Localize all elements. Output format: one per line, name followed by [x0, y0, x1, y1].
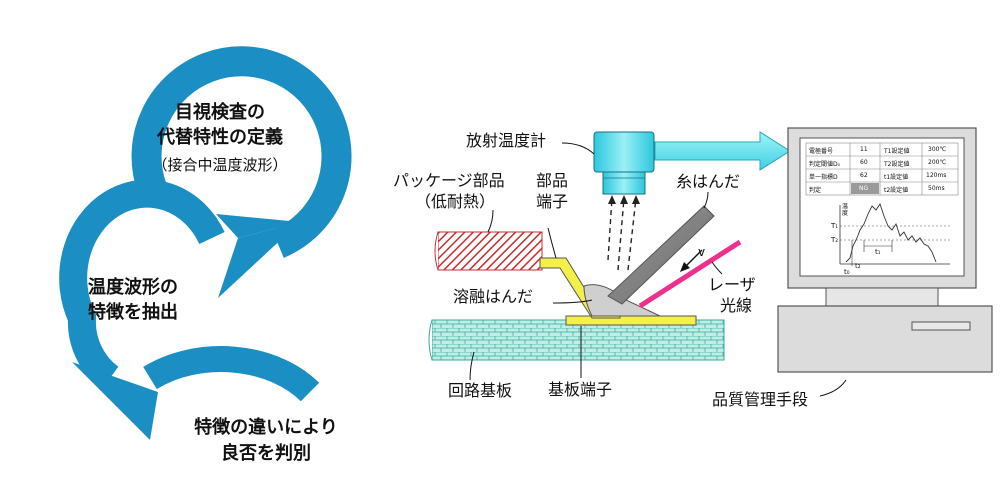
- label-radiation-thermometer: 放射温度計: [466, 131, 547, 150]
- graph-t1: t₁: [875, 248, 881, 256]
- leader-component: [547, 227, 557, 259]
- laser-beam: [638, 239, 742, 309]
- graph-T2: T₂: [831, 236, 839, 244]
- mon-r1c0: 判定閾値D₀: [809, 161, 841, 168]
- label-molten-solder: 溶融はんだ: [453, 287, 534, 306]
- label-laser-2: 光線: [720, 296, 753, 315]
- step1-line1: 目視検査の: [175, 102, 265, 123]
- label-package-part: パッケージ部品: [393, 171, 505, 190]
- label-board-terminal: 基板端子: [548, 380, 613, 399]
- mon-r2c1: 62: [860, 172, 868, 179]
- label-laser-1: レーザ: [708, 275, 756, 294]
- leader-board: [469, 351, 475, 381]
- leader-quality: [819, 379, 847, 397]
- mon-r2c2: t1設定値: [884, 174, 909, 181]
- leader-molten: [552, 299, 593, 304]
- leader-thread: [703, 191, 709, 209]
- step2-line1: 温度波形の: [88, 277, 178, 298]
- step1-sub: （接合中温度波形）: [152, 156, 288, 174]
- mon-r0c1: 11: [860, 146, 868, 153]
- mon-r1c3: 200℃: [928, 159, 947, 166]
- package-part: [437, 231, 543, 271]
- leader-thermometer: [561, 142, 595, 155]
- circuit-board: [431, 319, 725, 361]
- step1-line2: 代替特性の定義: [157, 127, 283, 148]
- label-quality-control: 品質管理手段: [712, 390, 809, 409]
- step2-line2: 特徴を抽出: [88, 302, 178, 323]
- cycle-arrow-2: [59, 179, 225, 440]
- mon-r0c3: 300℃: [928, 146, 947, 153]
- cycle-arrow-1: [131, 46, 352, 298]
- computer-icon: [777, 127, 993, 373]
- leader-package: [487, 209, 494, 233]
- ng-cell: [851, 183, 879, 194]
- radiation-thermometer-icon: [593, 131, 655, 195]
- label-circuit-board: 回路基板: [448, 381, 513, 400]
- monitor-table: [805, 142, 959, 196]
- label-thread-solder: 糸はんだ: [676, 172, 741, 191]
- component-lead: [539, 257, 621, 319]
- step3-line2: 良否を判別: [221, 443, 311, 464]
- mon-r2c3: 120ms: [926, 172, 947, 179]
- monitor-graph: [839, 202, 950, 266]
- graph-ylabel: 温度: [842, 203, 849, 217]
- mon-r3c1: NG: [859, 185, 869, 192]
- mon-r3c3: 50ms: [928, 185, 945, 192]
- graph-T1: T₁: [831, 222, 839, 230]
- label-package-part-note: （低耐熱）: [415, 192, 496, 211]
- leader-laser: [711, 261, 723, 275]
- graph-t2: t₂: [855, 262, 861, 270]
- mon-r3c2: t2設定値: [884, 187, 909, 194]
- label-component-terminal-2: 端子: [536, 192, 569, 211]
- mon-r0c0: 電極番号: [809, 148, 834, 155]
- cycle-arrow-3: [143, 346, 320, 402]
- step3-line1: 特徴の違いにより: [194, 417, 338, 438]
- mon-r0c2: T1設定値: [884, 148, 910, 155]
- mon-r2c0: 単一指標D: [809, 174, 838, 181]
- board-terminal: [565, 315, 697, 326]
- mon-r1c2: T2設定値: [884, 161, 910, 168]
- mon-r1c1: 60: [860, 159, 868, 166]
- radiation-rays: [607, 195, 640, 271]
- label-component-terminal-1: 部品: [536, 171, 569, 190]
- signal-arrow: [654, 131, 791, 171]
- thread-solder: [607, 205, 715, 305]
- label-v: v: [698, 245, 706, 259]
- graph-t0: t₀: [844, 268, 850, 276]
- mon-r3c0: 判定: [809, 187, 822, 194]
